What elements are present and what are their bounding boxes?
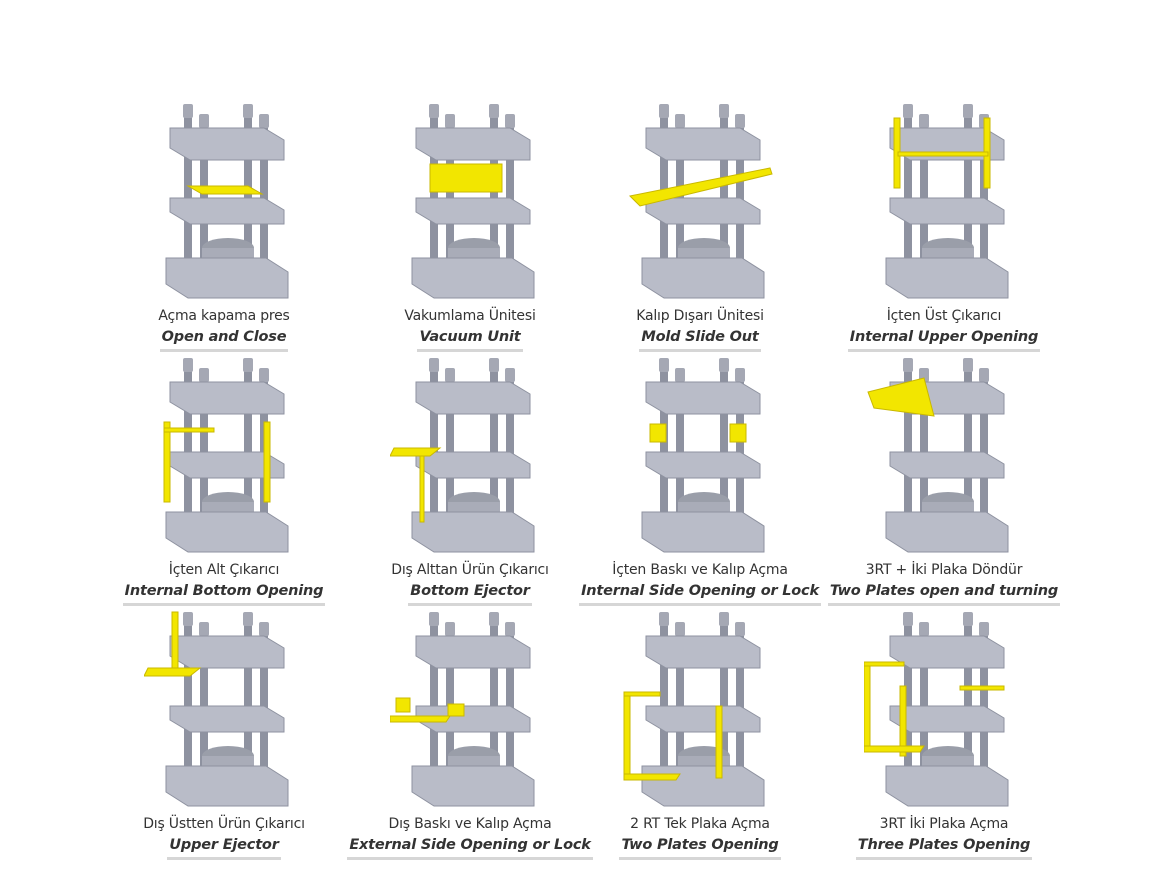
press-machine-illustration [144, 611, 289, 807]
english-label: External Side Opening or Lock [347, 835, 593, 860]
turkish-label: İçten Üst Çıkarıcı [886, 308, 1002, 324]
turkish-label: 2 RT Tek Plaka Açma [630, 816, 770, 832]
turkish-label: 3RT İki Plaka Açma [879, 816, 1009, 832]
press-machine-illustration [864, 612, 1009, 807]
english-label: Upper Ejector [167, 835, 281, 860]
turkish-label: İçten Alt Çıkarıcı [168, 562, 280, 578]
press-machine-illustration [885, 104, 1009, 299]
turkish-label: 3RT + İki Plaka Döndür [865, 562, 1023, 578]
turkish-label: Kalıp Dışarı Ünitesi [636, 308, 764, 324]
turkish-label: Dış Alttan Ürün Çıkarıcı [391, 562, 549, 578]
press-machine-illustration [623, 612, 765, 807]
turkish-label: Vakumlama Ünitesi [404, 308, 536, 324]
english-label: Two Plates open and turning [827, 581, 1061, 606]
english-label: Open and Close [159, 327, 289, 352]
english-label: Mold Slide Out [639, 327, 761, 352]
english-label: Internal Upper Opening [847, 327, 1041, 352]
english-label: Vacuum Unit [417, 327, 523, 352]
turkish-label: Açma kapama pres [158, 308, 290, 324]
press-machine-illustration [390, 612, 535, 807]
english-label: Bottom Ejector [408, 581, 532, 606]
press-machine-illustration [411, 104, 535, 299]
english-label: Three Plates Opening [855, 835, 1033, 860]
turkish-label: Dış Baskı ve Kalıp Açma [388, 816, 552, 832]
english-label: Two Plates Opening [619, 835, 781, 860]
english-label: Internal Bottom Opening [122, 581, 326, 606]
press-machine-illustration [390, 358, 535, 553]
press-machine-illustration [628, 104, 773, 299]
turkish-label: Dış Üstten Ürün Çıkarıcı [143, 816, 305, 832]
english-label: Internal Side Opening or Lock [579, 581, 821, 606]
turkish-label: İçten Baskı ve Kalıp Açma [612, 562, 788, 578]
press-machine-illustration [641, 358, 765, 553]
press-machine-illustration [165, 104, 289, 299]
press-machine-illustration [867, 358, 1009, 553]
press-machine-illustration [163, 358, 289, 553]
